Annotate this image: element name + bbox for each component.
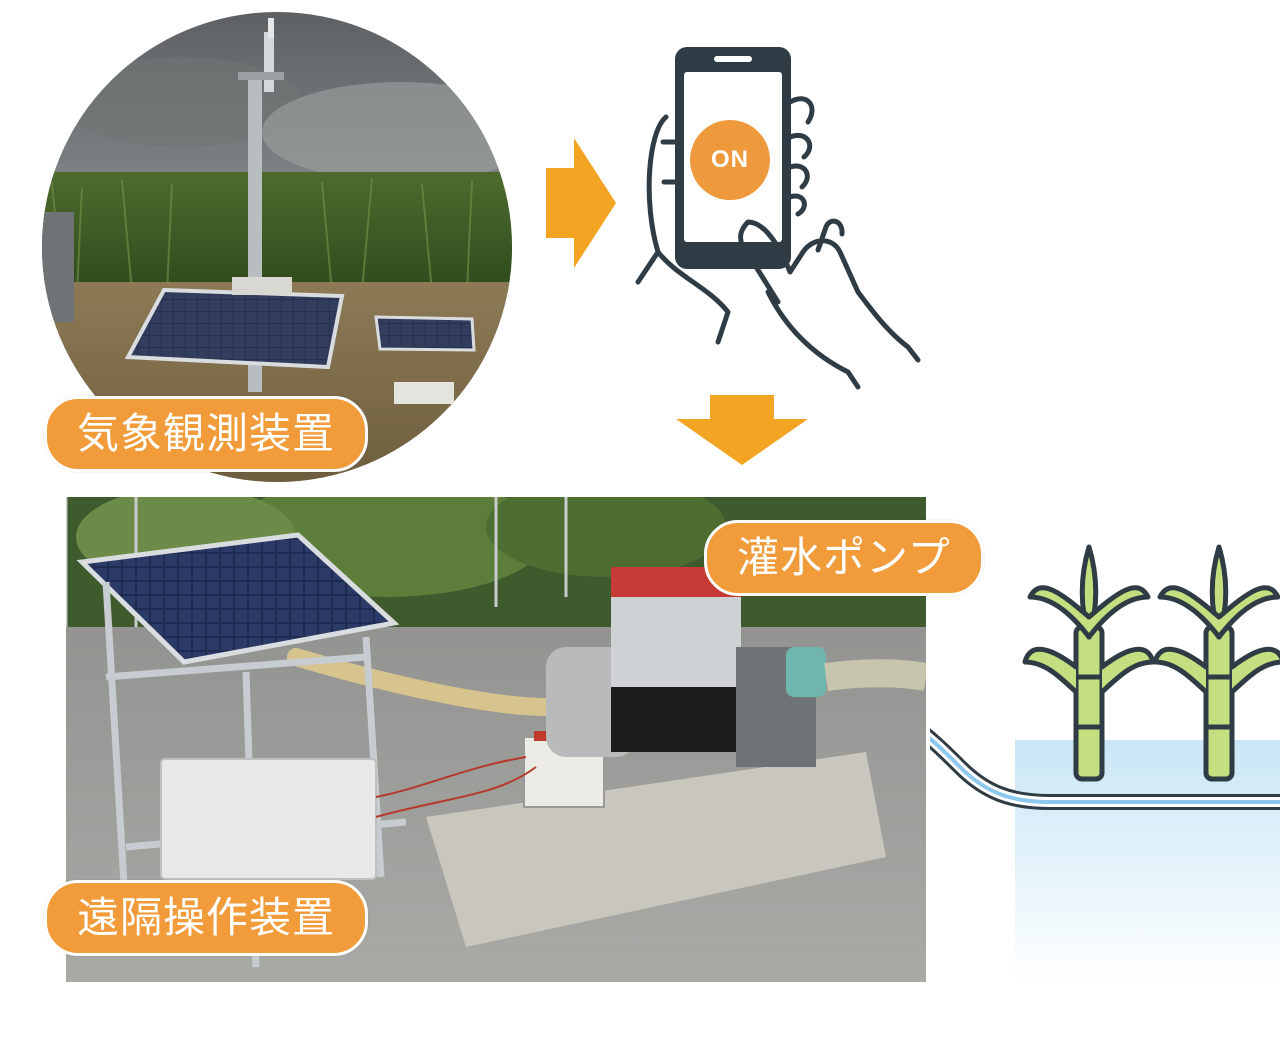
sugarcane-icon: [1152, 544, 1280, 782]
on-button-label: ON: [711, 146, 749, 173]
remote-controller-label: 遠隔操作装置: [44, 880, 369, 956]
sugarcane-icon: [1022, 544, 1156, 782]
on-button[interactable]: ON: [690, 120, 770, 200]
smartphone-icon: [635, 47, 921, 390]
arrow-down-icon: [676, 395, 808, 465]
arrow-right-icon: [546, 138, 616, 268]
field-illustration: [930, 544, 1280, 985]
irrigation-pump-label: 灌水ポンプ: [704, 520, 984, 596]
weather-station-label: 気象観測装置: [44, 396, 369, 472]
